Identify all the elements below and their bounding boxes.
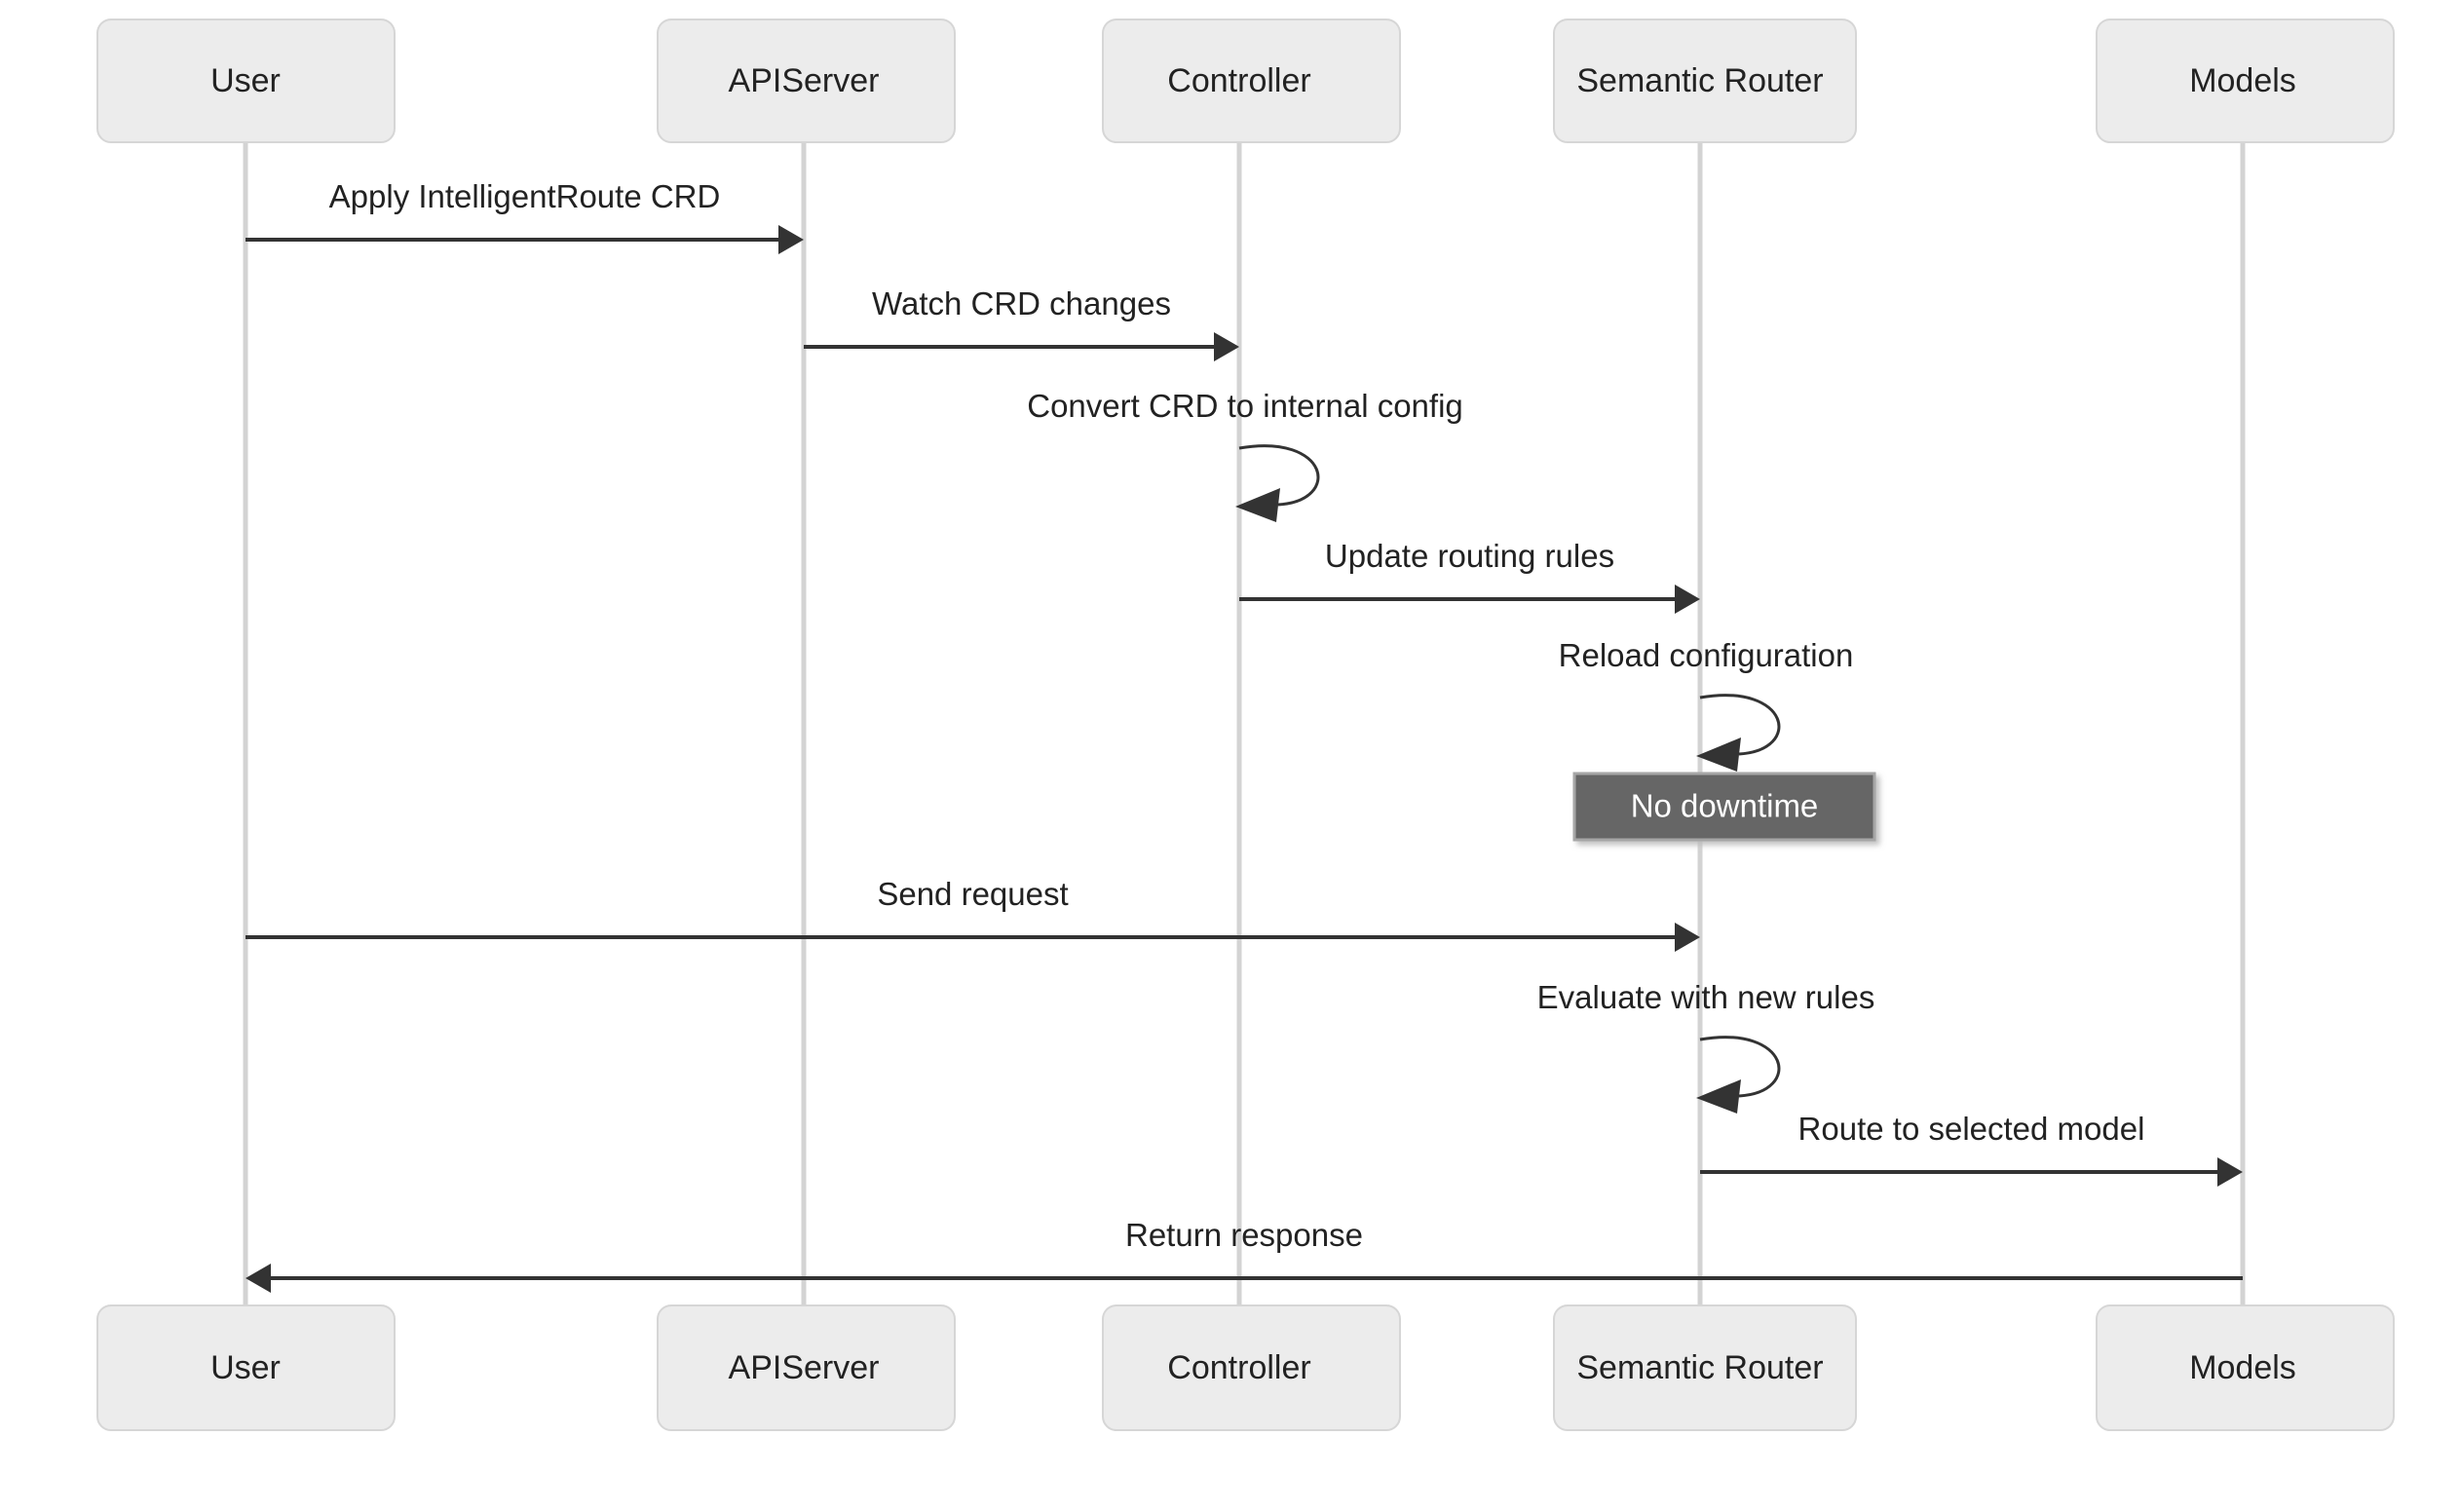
message-m3[interactable]: Convert CRD to internal config [1027, 388, 1463, 522]
participant-box-user-bottom[interactable] [96, 1304, 396, 1431]
message-label-m9: Return response [1125, 1217, 1363, 1253]
note-n1[interactable]: No downtime [1572, 772, 1876, 842]
participant-label-controller-bottom: Controller [1167, 1349, 1310, 1386]
self-loop-path-m3 [1238, 444, 1320, 507]
message-label-m2: Watch CRD changes [872, 285, 1171, 321]
message-m9[interactable]: Return response [246, 1217, 2243, 1293]
arrowhead-m6 [1675, 923, 1700, 952]
message-m4[interactable]: Update routing rules [1239, 538, 1700, 614]
message-label-m7: Evaluate with new rules [1537, 979, 1875, 1015]
participant-label-models-top: Models [2189, 62, 2296, 99]
participant-label-user-top: User [210, 62, 281, 99]
top-participants-group: User APIServer Controller Semantic Router Mo… [96, 19, 2395, 143]
message-label-m5: Reload configuration [1559, 637, 1854, 673]
message-m5[interactable]: Reload configuration [1559, 637, 1854, 772]
participant-label-apiserver-bottom: APIServer [729, 1349, 880, 1386]
notes-group: No downtime [1572, 772, 1876, 842]
participant-box-controller-top[interactable] [1102, 19, 1401, 143]
arrowhead-m3 [1235, 488, 1280, 522]
arrowhead-m7 [1696, 1079, 1741, 1114]
bottom-participants-group: User APIServer Controller Semantic Router Mo… [96, 1304, 2395, 1431]
arrowhead-m5 [1696, 737, 1741, 772]
message-m6[interactable]: Send request [246, 876, 1700, 952]
messages-group: Apply IntelligentRoute CRD Watch CRD chan… [246, 178, 2243, 1293]
message-label-m1: Apply IntelligentRoute CRD [329, 178, 721, 214]
message-label-m4: Update routing rules [1325, 538, 1614, 574]
participant-box-router-top[interactable] [1553, 19, 1857, 143]
note-box-n1[interactable] [1572, 772, 1876, 842]
self-loop-path-m5 [1699, 694, 1781, 756]
participant-label-router-bottom: Semantic Router [1576, 1349, 1823, 1386]
participant-label-user-bottom: User [210, 1349, 281, 1386]
arrowhead-m9 [246, 1264, 271, 1293]
message-m8[interactable]: Route to selected model [1700, 1111, 2243, 1187]
participant-box-router-bottom[interactable] [1553, 1304, 1857, 1431]
participant-box-controller-bottom[interactable] [1102, 1304, 1401, 1431]
message-m7[interactable]: Evaluate with new rules [1537, 979, 1875, 1114]
message-label-m8: Route to selected model [1798, 1111, 2145, 1147]
participant-label-models-bottom: Models [2189, 1349, 2296, 1386]
participant-label-controller-top: Controller [1167, 62, 1310, 99]
participant-box-apiserver-bottom[interactable] [657, 1304, 956, 1431]
participant-box-models-bottom[interactable] [2096, 1304, 2395, 1431]
message-label-m6: Send request [877, 876, 1068, 912]
message-m1[interactable]: Apply IntelligentRoute CRD [246, 178, 804, 254]
arrowhead-m8 [2217, 1157, 2243, 1187]
participant-box-apiserver-top[interactable] [657, 19, 956, 143]
participant-box-user-top[interactable] [96, 19, 396, 143]
participant-box-models-top[interactable] [2096, 19, 2395, 143]
self-loop-path-m7 [1699, 1036, 1781, 1098]
arrowhead-m4 [1675, 585, 1700, 614]
participant-label-apiserver-top: APIServer [729, 62, 880, 99]
lifelines-group [243, 142, 2246, 1305]
message-m2[interactable]: Watch CRD changes [804, 285, 1239, 361]
message-label-m3: Convert CRD to internal config [1027, 388, 1463, 424]
participant-label-router-top: Semantic Router [1576, 62, 1823, 99]
arrowhead-m1 [778, 225, 804, 254]
note-label-n1: No downtime [1631, 788, 1819, 824]
arrowhead-m2 [1214, 332, 1239, 361]
